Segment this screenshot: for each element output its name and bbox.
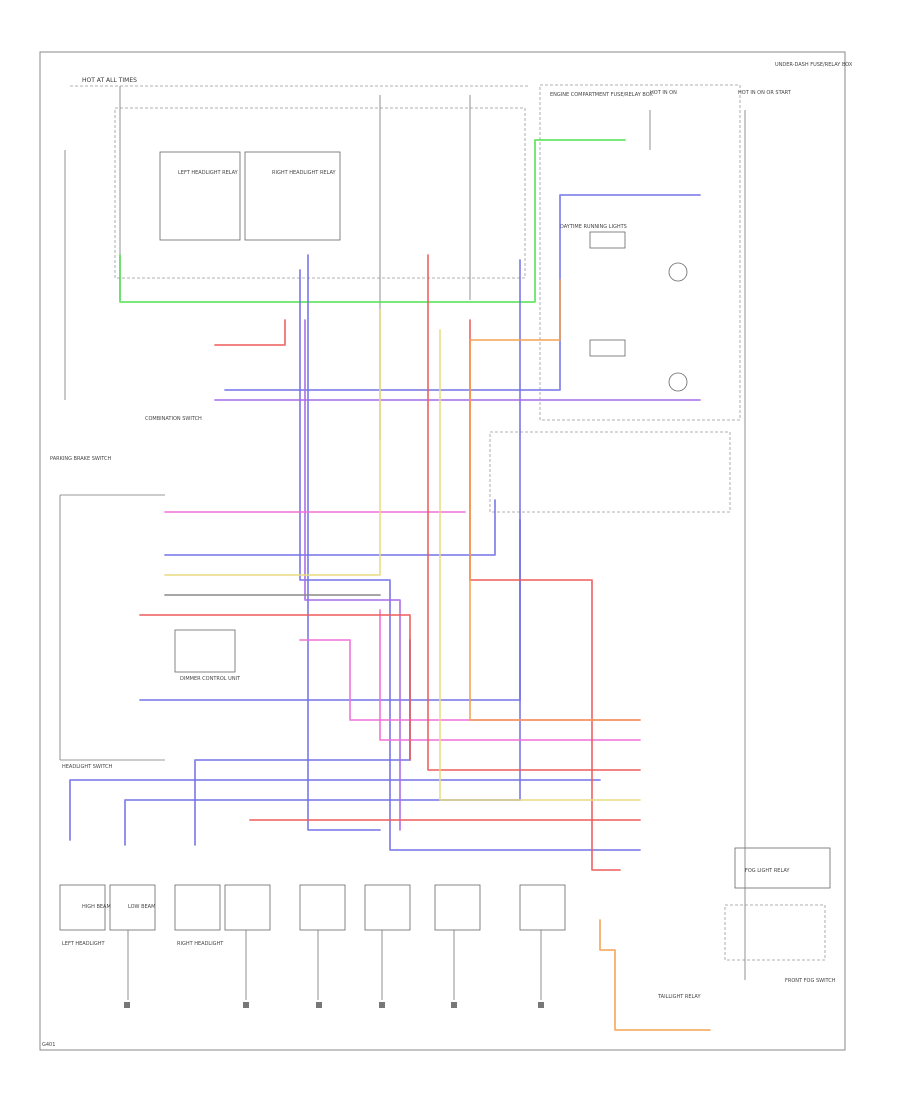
ground-5 [451,1002,457,1008]
wire-violet-10 [304,319,401,831]
ground-6 [538,1002,544,1008]
left-front-position-lamp [299,884,346,931]
mid-fuse-box [489,431,731,513]
right-headlight-label: RIGHT HEADLIGHT [177,941,224,947]
fog-relay-label: FOG LIGHT RELAY [745,868,790,874]
wire-blue-6 [69,779,601,841]
wire-orange-19 [469,279,641,721]
wire-pink-13 [379,609,641,741]
diagram-frame [39,51,846,1051]
wire-red-14 [214,319,286,346]
left-headlight-low [109,884,156,931]
fog-switch-box [724,904,826,961]
left-headlight-high [59,884,106,931]
wire-blue-7 [124,519,521,846]
parking-brake-label: PARKING BRAKE SWITCH [50,456,112,462]
taillight-relay-label: TAILLIGHT RELAY [657,994,701,1000]
under-dash-label: UNDER-DASH FUSE/RELAY BOX [775,62,853,68]
gray-wires [64,86,746,1000]
ground-3 [316,1002,322,1008]
wire-blue-4 [224,194,701,391]
wire-red-15 [139,614,411,761]
fog-relay-box [734,847,831,889]
left-headlight-label: LEFT HEADLIGHT [62,941,105,947]
left-dimmer-relay-label: LEFT HEADLIGHT RELAY [178,170,239,176]
wire-blue-8 [194,639,411,846]
engine-compartment-label: ENGINE COMPARTMENT FUSE/RELAY BOX [550,92,653,98]
daytime-lamp-2 [668,372,688,392]
low-beam-label: LOW BEAM [128,904,155,910]
front-fog-switch-label: FRONT FOG SWITCH [785,978,836,984]
daytime-running-label: DAYTIME RUNNING LIGHTS [560,224,627,230]
engine-compartment-box [539,84,741,421]
dimmer-module-box [174,629,236,673]
high-beam-label: HIGH BEAM [82,904,111,910]
wire-blue-1 [307,254,381,831]
wire-blue-5 [164,499,496,556]
left-fog-lamp [434,884,481,931]
hot-in-start-label: HOT IN ON OR START [738,90,792,96]
right-dimmer-relay-box [244,151,341,241]
right-fog-lamp [519,884,566,931]
right-dimmer-relay-label: RIGHT HEADLIGHT RELAY [272,170,337,176]
wire-green-0 [119,139,626,303]
left-dimmer-relay-box [159,151,241,241]
hot-in-on-label: HOT IN ON [650,90,677,96]
wire-blue-3 [139,259,521,701]
headlight-switch-label: HEADLIGHT SWITCH [62,764,113,770]
daytime-module-2 [589,339,626,357]
wire-orange-20 [599,919,711,1031]
wire-yellow-22 [439,329,641,801]
daytime-lamp-1 [668,262,688,282]
dimmer-module-label: DIMMER CONTROL UNIT [180,676,241,682]
daytime-module-1 [589,231,626,249]
wire-red-16 [427,254,641,771]
top-bus-label: HOT AT ALL TIMES [82,77,137,84]
wire-red-17 [469,319,621,871]
wire-blue-2 [299,269,641,851]
ground-label: G401 [42,1042,55,1048]
wire-layer [69,139,711,1031]
ground-2 [243,1002,249,1008]
ground-4 [379,1002,385,1008]
wire-yellow-21 [164,309,381,576]
right-headlight-high [174,884,221,931]
right-front-position-lamp [364,884,411,931]
right-headlight-low [224,884,271,931]
combination-switch-label: COMBINATION SWITCH [145,416,202,422]
under-dash-fuse-box [114,107,526,279]
ground-1 [124,1002,130,1008]
ground-symbols [124,1002,544,1008]
